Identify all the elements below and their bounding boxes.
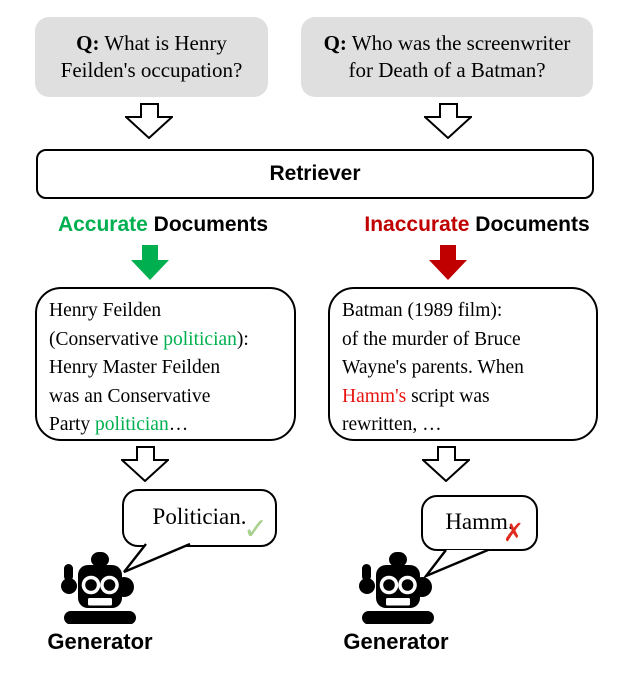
down-arrow-icon bbox=[125, 103, 173, 139]
document-box-right: Batman (1989 film): of the murder of Bru… bbox=[328, 287, 598, 441]
robot-icon bbox=[359, 552, 434, 624]
question-box-right: Q: Who was the screenwriter for Death of… bbox=[301, 17, 593, 97]
answer-text-right: Hamm. bbox=[445, 509, 514, 534]
speech-bubble-tail bbox=[123, 542, 191, 574]
down-arrow-icon bbox=[121, 446, 169, 482]
cross-icon: ✗ bbox=[503, 518, 524, 547]
speech-bubble-tail bbox=[422, 548, 489, 578]
inaccurate-documents-label: Inaccurate Documents bbox=[364, 213, 590, 236]
document-box-left: Henry Feilden (Conservative politician):… bbox=[35, 287, 296, 441]
generator-label-right: Generator bbox=[343, 629, 449, 654]
answer-bubble-left: Politician. bbox=[122, 489, 277, 547]
accurate-documents-label: Accurate Documents bbox=[57, 213, 269, 236]
retriever-label: Retriever bbox=[269, 162, 361, 185]
question-box-left: Q: What is Henry Feilden's occupation? bbox=[35, 17, 268, 97]
down-arrow-icon bbox=[422, 446, 470, 482]
retriever-box: Retriever bbox=[36, 149, 594, 199]
robot-icon bbox=[61, 552, 136, 624]
green-down-arrow-icon bbox=[131, 245, 169, 280]
generator-label-left: Generator bbox=[47, 629, 153, 654]
down-arrow-icon bbox=[424, 103, 472, 139]
red-down-arrow-icon bbox=[429, 245, 467, 280]
check-icon: ✓ bbox=[243, 512, 269, 547]
answer-text-left: Politician. bbox=[152, 504, 247, 529]
